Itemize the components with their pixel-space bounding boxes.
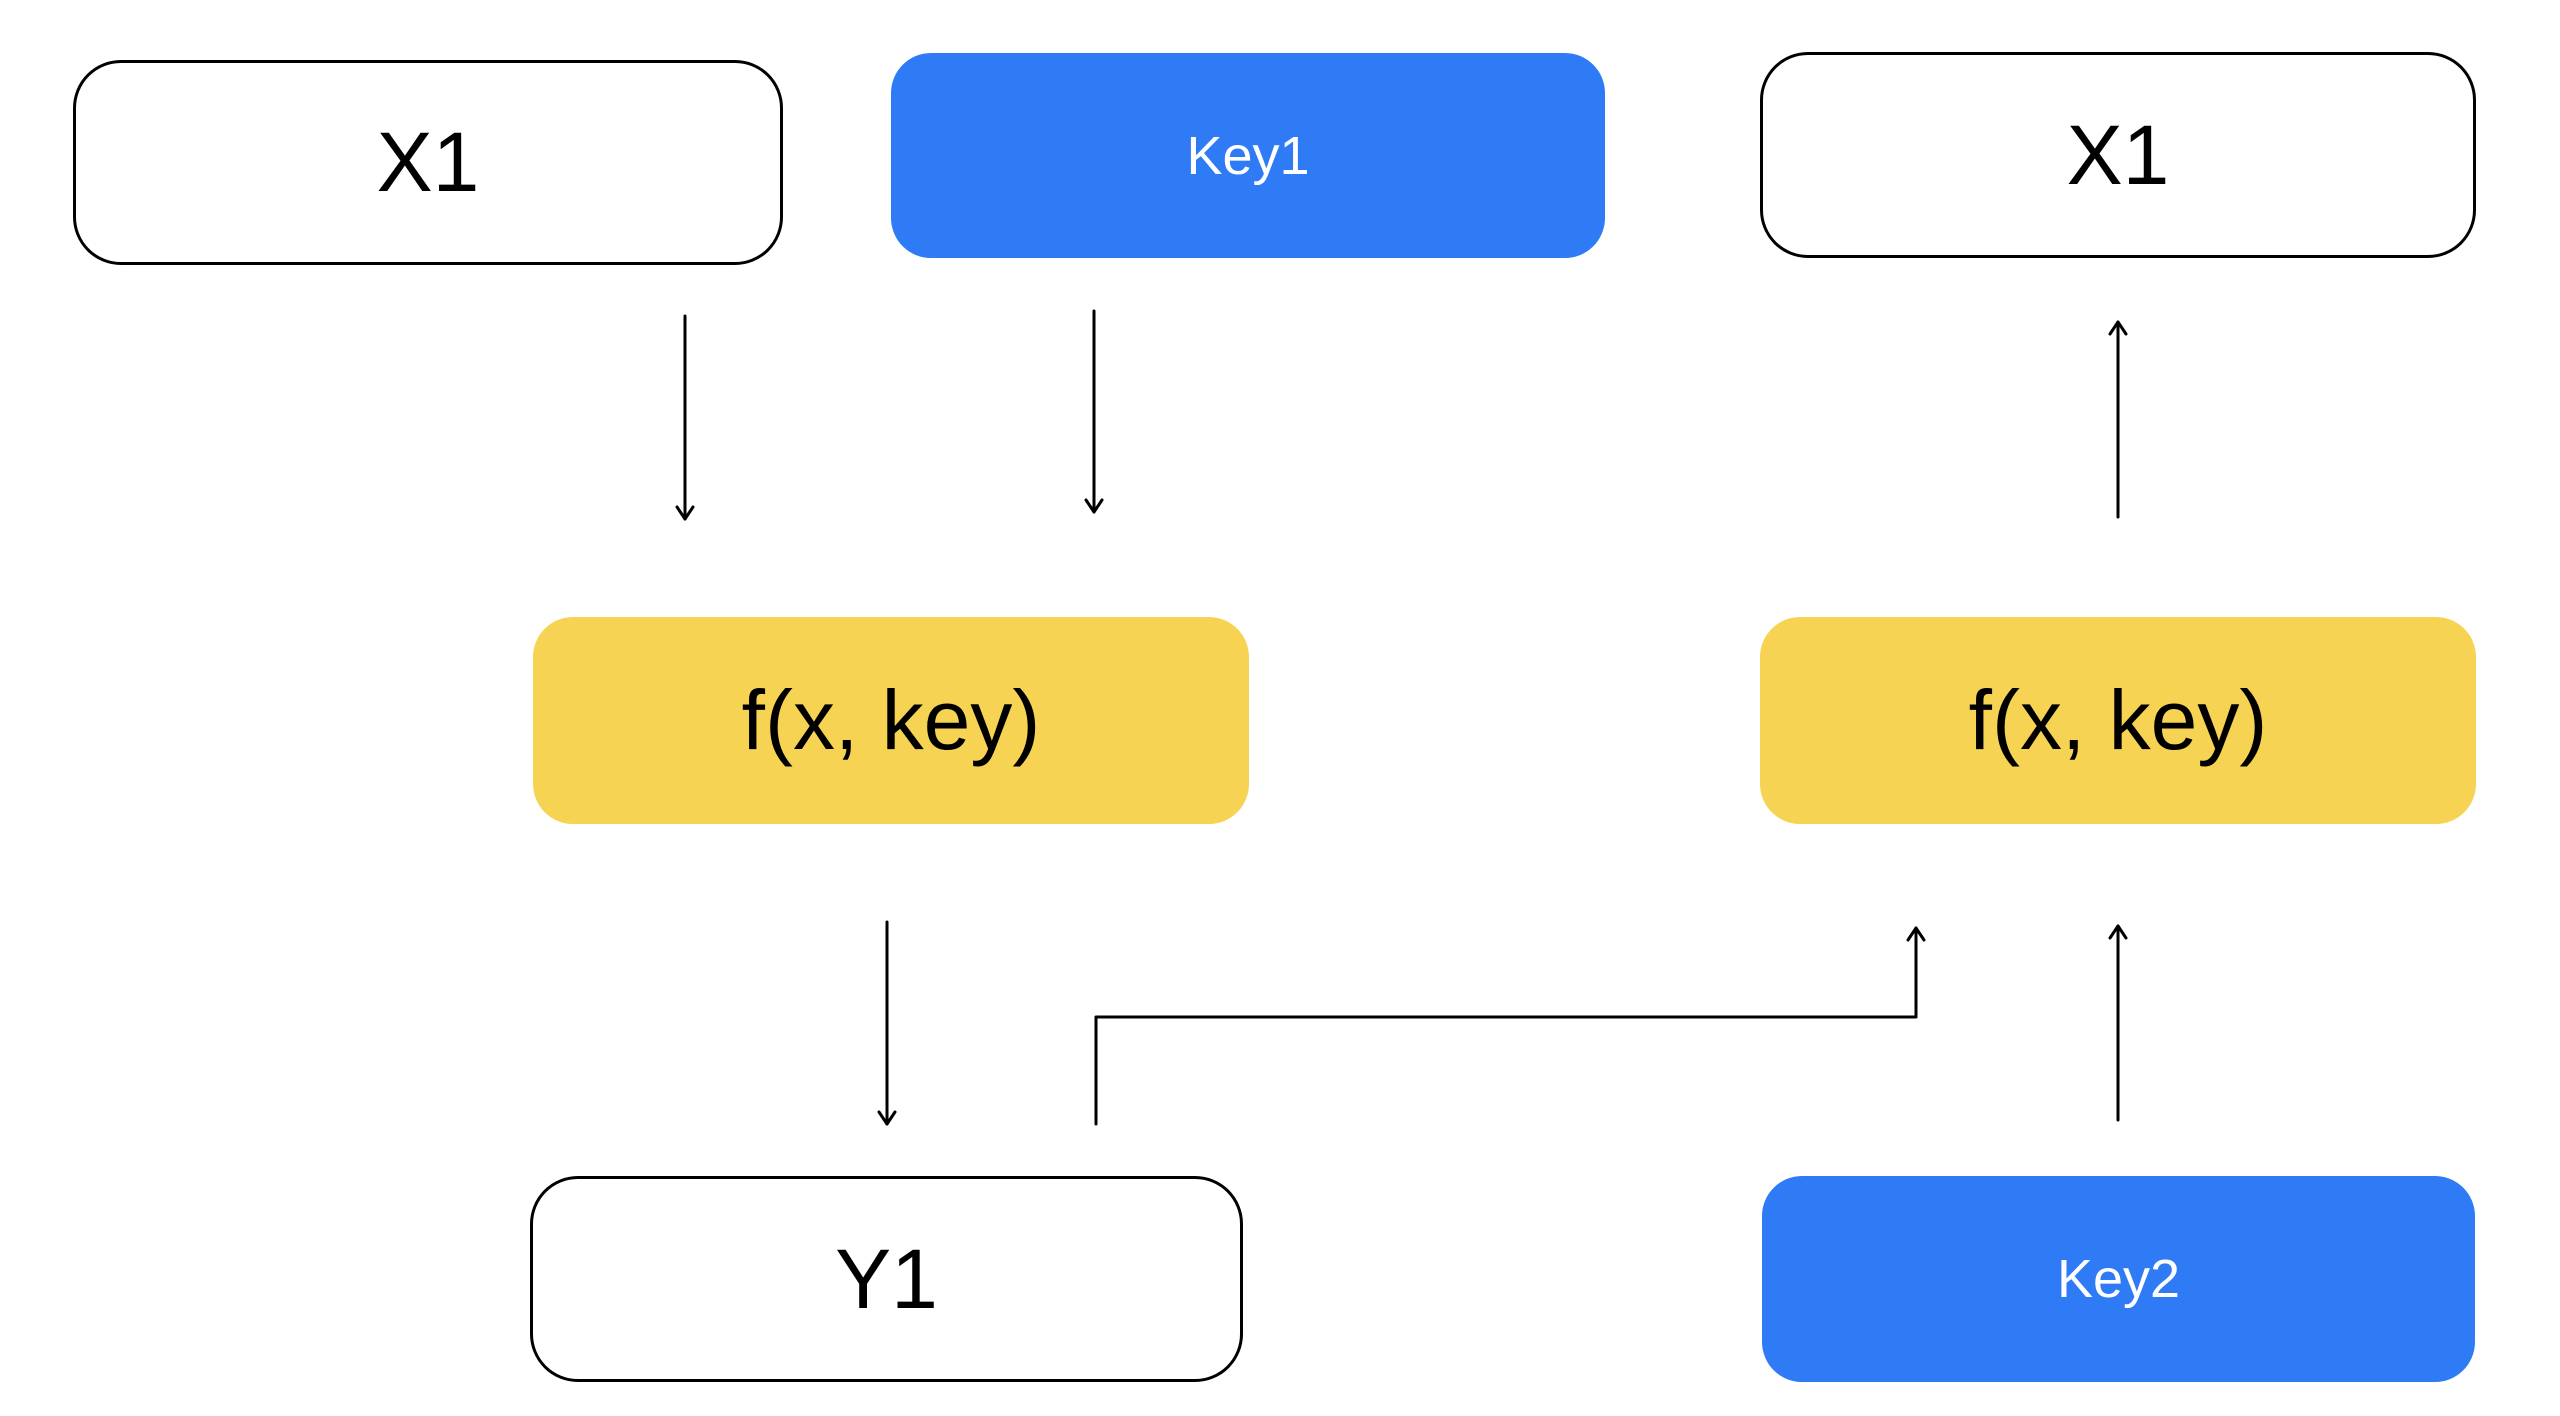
arrow-input-to-function: [675, 314, 695, 521]
arrow-function-to-right-output: [2108, 320, 2128, 519]
left-input-box: X1: [73, 60, 783, 265]
key1-label: Key1: [1186, 125, 1310, 186]
right-function-box: f(x, key): [1760, 617, 2476, 824]
left-output-box: Y1: [530, 1176, 1243, 1382]
left-function-box: f(x, key): [533, 617, 1249, 824]
arrow-key2-to-function: [2108, 924, 2128, 1122]
key2-box: Key2: [1762, 1176, 2475, 1382]
right-output-label: X1: [2066, 107, 2170, 202]
left-function-label: f(x, key): [741, 673, 1041, 767]
key2-label: Key2: [2056, 1249, 2181, 1309]
right-output-box: X1: [1760, 52, 2476, 258]
arrow-key1-to-function: [1084, 309, 1104, 514]
arrow-output-to-right-function: [1094, 926, 1926, 1126]
right-function-label: f(x, key): [1968, 673, 2268, 767]
left-output-label: Y1: [835, 1231, 938, 1326]
key1-box: Key1: [891, 53, 1605, 258]
left-input-label: X1: [376, 115, 480, 209]
arrow-function-to-output: [877, 920, 897, 1126]
